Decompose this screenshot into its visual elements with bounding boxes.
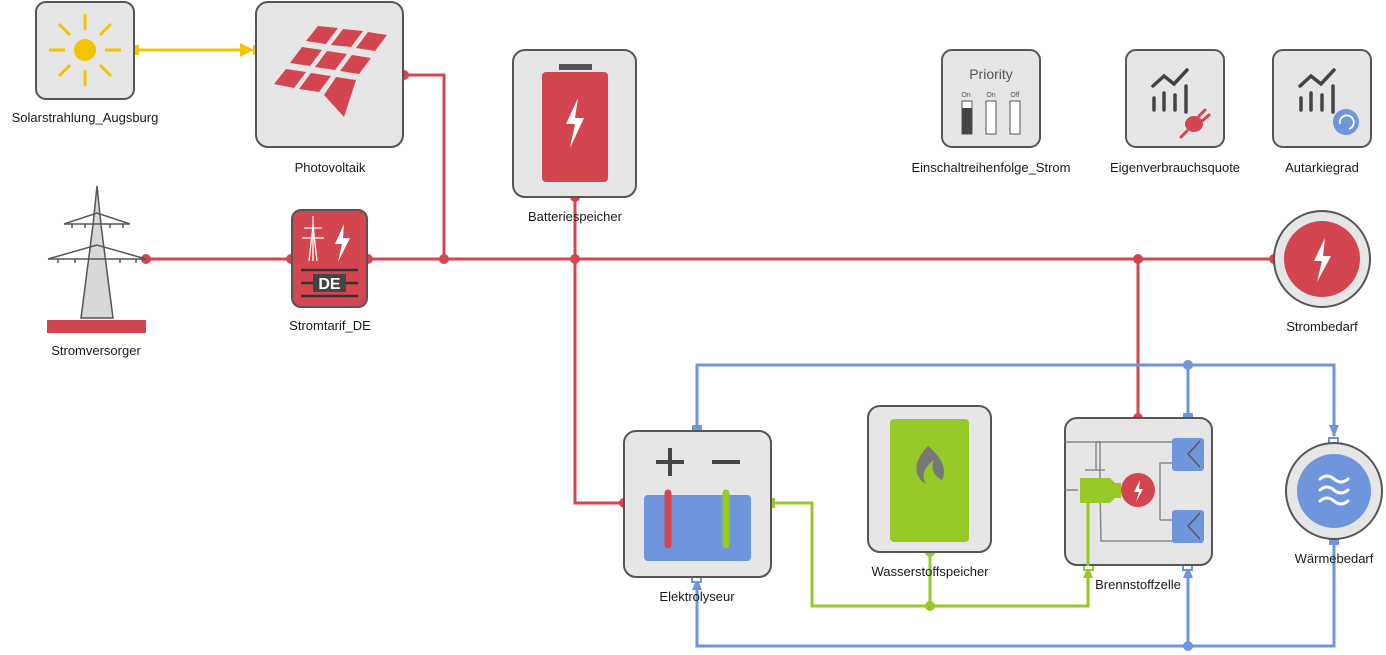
electrolyser-power-connection[interactable] bbox=[573, 259, 624, 505]
node-label: Wärmebedarf bbox=[1295, 551, 1374, 566]
node-heat-demand[interactable]: Wärmebedarf bbox=[1285, 442, 1383, 566]
node-label: Eigenverbrauchsquote bbox=[1110, 160, 1240, 175]
node-electrolyser[interactable]: Elektrolyseur bbox=[623, 430, 772, 604]
node-label: Stromtarif_DE bbox=[289, 318, 371, 333]
heat-waves-icon bbox=[1318, 474, 1350, 506]
node-selfconsumption[interactable]: Eigenverbrauchsquote bbox=[1110, 49, 1240, 175]
heat-arrowhead bbox=[1329, 425, 1339, 437]
node-label: Batteriespeicher bbox=[528, 209, 623, 224]
node-label: Strombedarf bbox=[1286, 319, 1358, 334]
flame-icon bbox=[916, 446, 945, 484]
hydrogen-arrowhead bbox=[1083, 566, 1093, 578]
node-solar[interactable]: Solarstrahlung_Augsburg bbox=[12, 1, 159, 125]
node-priority[interactable]: Priority On On Off Einschaltreihenfolge_… bbox=[912, 49, 1071, 175]
sun-icon bbox=[49, 14, 121, 86]
node-fuel-cell[interactable]: Brennstoffzelle bbox=[1064, 417, 1213, 592]
node-label: Photovoltaik bbox=[295, 160, 366, 175]
solar-arrowhead bbox=[240, 43, 254, 57]
svg-text:On: On bbox=[986, 92, 995, 99]
node-battery[interactable]: Batteriespeicher bbox=[512, 49, 637, 224]
node-tariff[interactable]: DE Stromtarif_DE bbox=[289, 209, 371, 333]
svg-text:Off: Off bbox=[1010, 92, 1019, 99]
node-label: Solarstrahlung_Augsburg bbox=[12, 110, 159, 125]
electrolyser-icon bbox=[644, 448, 751, 561]
node-autarky[interactable]: Autarkiegrad bbox=[1272, 49, 1372, 175]
chart-plug-icon bbox=[1151, 68, 1211, 139]
node-label: Wasserstoffspeicher bbox=[871, 564, 989, 579]
heat-input-ports bbox=[691, 437, 1339, 583]
lightning-icon bbox=[1314, 238, 1331, 282]
node-label: Stromversorger bbox=[51, 343, 141, 358]
tariff-icon: DE bbox=[301, 216, 358, 298]
electrolyser-return-arrowhead bbox=[692, 578, 702, 590]
node-electric-demand[interactable]: Strombedarf bbox=[1273, 210, 1371, 334]
node-h2-storage[interactable]: Wasserstoffspeicher bbox=[867, 405, 992, 579]
heat-return-arrowhead bbox=[1183, 566, 1193, 578]
priority-switch-icon: Priority On On Off bbox=[961, 66, 1021, 135]
grid-base bbox=[47, 320, 146, 333]
pv-connection[interactable] bbox=[404, 73, 446, 259]
power-pylon-icon bbox=[47, 185, 147, 319]
svg-text:On: On bbox=[961, 92, 970, 99]
chart-cycle-icon bbox=[1298, 68, 1359, 135]
heat-supply-line[interactable] bbox=[695, 363, 1336, 436]
hydrogen-line[interactable] bbox=[770, 501, 1090, 608]
svg-text:Priority: Priority bbox=[969, 66, 1013, 82]
node-label: Elektrolyseur bbox=[659, 589, 735, 604]
tariff-badge: DE bbox=[318, 276, 341, 293]
solar-panel-icon bbox=[274, 26, 387, 117]
node-label: Einschaltreihenfolge_Strom bbox=[912, 160, 1071, 175]
heat-return-line[interactable] bbox=[695, 540, 1336, 648]
battery-icon bbox=[542, 64, 608, 182]
node-photovoltaik[interactable]: Photovoltaik bbox=[255, 1, 404, 175]
node-grid[interactable]: Stromversorger bbox=[47, 185, 147, 358]
fuel-cell-icon bbox=[1065, 438, 1204, 566]
node-label: Brennstoffzelle bbox=[1095, 577, 1181, 592]
node-label: Autarkiegrad bbox=[1285, 160, 1359, 175]
